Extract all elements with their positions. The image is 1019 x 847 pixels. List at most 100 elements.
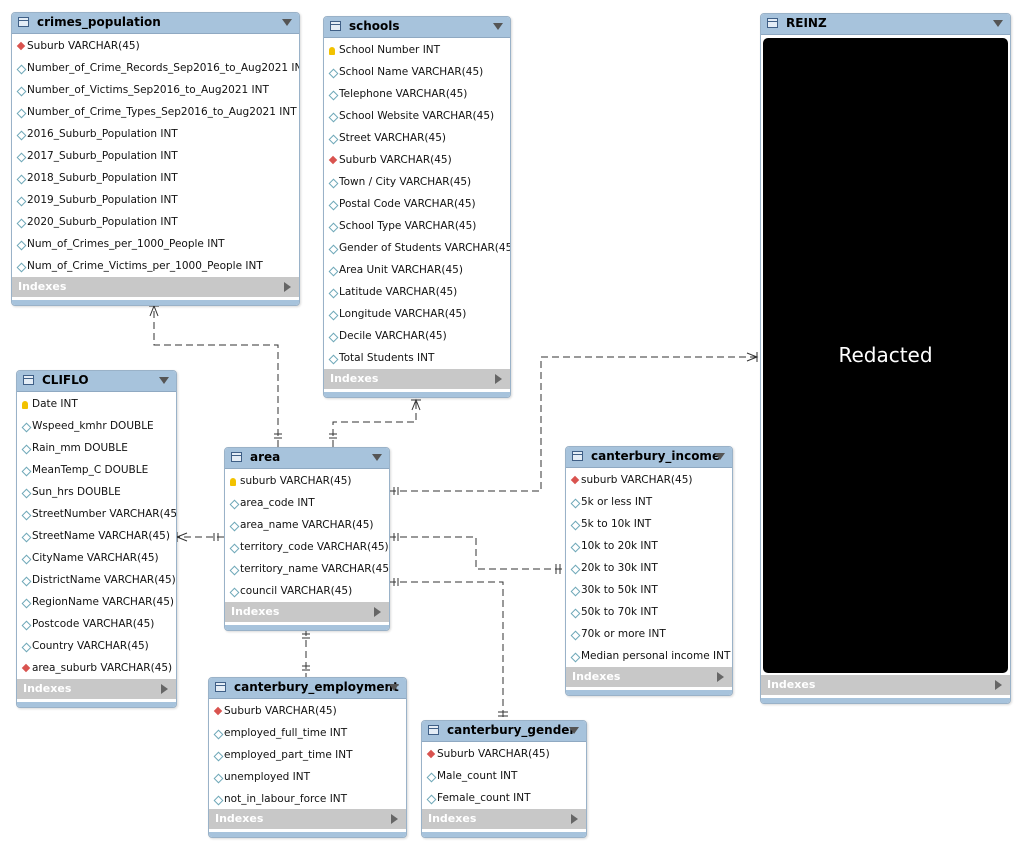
column-row[interactable]: 2020_Suburb_Population INT <box>12 213 299 235</box>
column-row[interactable]: RegionName VARCHAR(45) <box>17 593 176 615</box>
column-row[interactable]: Suburb VARCHAR(45) <box>12 37 299 59</box>
column-row[interactable]: CityName VARCHAR(45) <box>17 549 176 571</box>
column-row[interactable]: territory_name VARCHAR(45) <box>225 560 389 582</box>
table-header[interactable]: area <box>225 448 389 469</box>
column-row[interactable]: Num_of_Crimes_per_1000_People INT <box>12 235 299 257</box>
column-row[interactable]: Country VARCHAR(45) <box>17 637 176 659</box>
table-header[interactable]: REINZ <box>761 14 1010 35</box>
column-row[interactable]: Gender of Students VARCHAR(45) <box>324 239 510 261</box>
column-row[interactable]: 2016_Suburb_Population INT <box>12 125 299 147</box>
expand-arrow-icon[interactable] <box>374 607 381 617</box>
column-row[interactable]: 5k to 10k INT <box>566 515 732 537</box>
indexes-section[interactable]: Indexes <box>324 369 510 389</box>
collapse-arrow-icon[interactable] <box>159 377 169 384</box>
table-header[interactable]: canterbury_gender <box>422 721 586 742</box>
column-row[interactable]: Median personal income INT <box>566 647 732 669</box>
column-row[interactable]: Postal Code VARCHAR(45) <box>324 195 510 217</box>
indexes-section[interactable]: Indexes <box>422 809 586 829</box>
table-header[interactable]: CLIFLO <box>17 371 176 392</box>
indexes-section[interactable]: Indexes <box>761 675 1010 695</box>
column-row[interactable]: not_in_labour_force INT <box>209 790 406 812</box>
column-row[interactable]: council VARCHAR(45) <box>225 582 389 604</box>
expand-arrow-icon[interactable] <box>161 684 168 694</box>
column-row[interactable]: Num_of_Crime_Victims_per_1000_People INT <box>12 257 299 279</box>
column-row[interactable]: Suburb VARCHAR(45) <box>422 745 586 767</box>
column-row[interactable]: area_code INT <box>225 494 389 516</box>
indexes-section[interactable]: Indexes <box>209 809 406 829</box>
collapse-arrow-icon[interactable] <box>493 23 503 30</box>
column-row[interactable]: School Name VARCHAR(45) <box>324 63 510 85</box>
column-row[interactable]: DistrictName VARCHAR(45) <box>17 571 176 593</box>
column-row[interactable]: MeanTemp_C DOUBLE <box>17 461 176 483</box>
table-header[interactable]: crimes_population <box>12 13 299 34</box>
column-row[interactable]: Wspeed_kmhr DOUBLE <box>17 417 176 439</box>
collapse-arrow-icon[interactable] <box>715 453 725 460</box>
column-row[interactable]: 50k to 70k INT <box>566 603 732 625</box>
column-row[interactable]: Postcode VARCHAR(45) <box>17 615 176 637</box>
table-header[interactable]: canterbury_employment <box>209 678 406 699</box>
column-row[interactable]: Male_count INT <box>422 767 586 789</box>
collapse-arrow-icon[interactable] <box>569 727 579 734</box>
column-row[interactable]: employed_full_time INT <box>209 724 406 746</box>
column-row[interactable]: area_name VARCHAR(45) <box>225 516 389 538</box>
column-row[interactable]: 20k to 30k INT <box>566 559 732 581</box>
column-row[interactable]: StreetName VARCHAR(45) <box>17 527 176 549</box>
column-row[interactable]: Total Students INT <box>324 349 510 371</box>
column-row[interactable]: Number_of_Crime_Types_Sep2016_to_Aug2021… <box>12 103 299 125</box>
indexes-section[interactable]: Indexes <box>566 667 732 687</box>
expand-arrow-icon[interactable] <box>495 374 502 384</box>
column-row[interactable]: Longitude VARCHAR(45) <box>324 305 510 327</box>
column-row[interactable]: Latitude VARCHAR(45) <box>324 283 510 305</box>
collapse-arrow-icon[interactable] <box>389 684 399 691</box>
indexes-section[interactable]: Indexes <box>17 679 176 699</box>
column-row[interactable]: Suburb VARCHAR(45) <box>324 151 510 173</box>
column-row[interactable]: School Number INT <box>324 41 510 63</box>
column-row[interactable]: Suburb VARCHAR(45) <box>209 702 406 724</box>
collapse-arrow-icon[interactable] <box>372 454 382 461</box>
column-row[interactable]: 30k to 50k INT <box>566 581 732 603</box>
expand-arrow-icon[interactable] <box>571 814 578 824</box>
column-row[interactable]: Number_of_Victims_Sep2016_to_Aug2021 INT <box>12 81 299 103</box>
column-row[interactable]: Street VARCHAR(45) <box>324 129 510 151</box>
expand-arrow-icon[interactable] <box>717 672 724 682</box>
column-row[interactable]: Rain_mm DOUBLE <box>17 439 176 461</box>
collapse-arrow-icon[interactable] <box>993 20 1003 27</box>
column-row[interactable]: employed_part_time INT <box>209 746 406 768</box>
column-row[interactable]: Area Unit VARCHAR(45) <box>324 261 510 283</box>
column-row[interactable]: StreetNumber VARCHAR(45) <box>17 505 176 527</box>
column-row[interactable]: 70k or more INT <box>566 625 732 647</box>
column-row[interactable]: Town / City VARCHAR(45) <box>324 173 510 195</box>
column-row[interactable]: area_suburb VARCHAR(45) <box>17 659 176 681</box>
column-row[interactable]: 2018_Suburb_Population INT <box>12 169 299 191</box>
column-row[interactable]: School Website VARCHAR(45) <box>324 107 510 129</box>
column-row[interactable]: 2017_Suburb_Population INT <box>12 147 299 169</box>
collapse-arrow-icon[interactable] <box>282 19 292 26</box>
column-row[interactable]: Date INT <box>17 395 176 417</box>
column-row[interactable]: suburb VARCHAR(45) <box>566 471 732 493</box>
column-row[interactable]: suburb VARCHAR(45) <box>225 472 389 494</box>
column-row[interactable]: Number_of_Crime_Records_Sep2016_to_Aug20… <box>12 59 299 81</box>
expand-arrow-icon[interactable] <box>391 814 398 824</box>
column-row[interactable]: 10k to 20k INT <box>566 537 732 559</box>
column-row[interactable]: Decile VARCHAR(45) <box>324 327 510 349</box>
table-header[interactable]: schools <box>324 17 510 38</box>
column-row[interactable]: 5k or less INT <box>566 493 732 515</box>
column-row[interactable]: unemployed INT <box>209 768 406 790</box>
table-header[interactable]: canterbury_income <box>566 447 732 468</box>
column-row[interactable]: Telephone VARCHAR(45) <box>324 85 510 107</box>
expand-arrow-icon[interactable] <box>284 282 291 292</box>
indexes-section[interactable]: Indexes <box>12 277 299 297</box>
column-row[interactable]: territory_code VARCHAR(45) <box>225 538 389 560</box>
column-row[interactable]: Sun_hrs DOUBLE <box>17 483 176 505</box>
column-row[interactable]: School Type VARCHAR(45) <box>324 217 510 239</box>
indexes-section[interactable]: Indexes <box>225 602 389 622</box>
column-row[interactable]: Female_count INT <box>422 789 586 811</box>
